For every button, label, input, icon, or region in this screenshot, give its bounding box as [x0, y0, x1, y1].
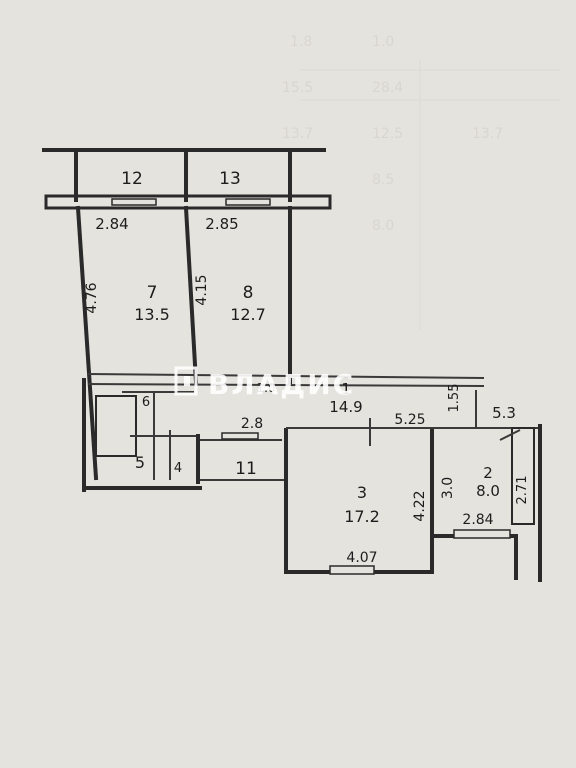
bg-value: 13.7: [472, 126, 503, 142]
background-table: 1.8 1.0 15.5 28.4 13.7 12.5 13.7 8.5 8.0: [282, 34, 560, 330]
dimension-label: 2.84: [462, 512, 493, 528]
watermark-logo-icon: [174, 366, 198, 396]
bg-value: 8.5: [372, 172, 394, 188]
room-number: 1: [341, 380, 351, 398]
bg-value: 1.8: [290, 34, 312, 50]
room-2-kitchen: [430, 390, 542, 582]
dimension-label: 1.0: [256, 381, 275, 395]
bedrooms: [75, 205, 485, 481]
dimension-label: 3.0: [440, 477, 456, 499]
window: [329, 565, 375, 575]
dimension-label: 5.3: [492, 404, 516, 422]
kitchen-counter: [511, 427, 535, 525]
bg-value: 15.5: [282, 80, 313, 96]
dimension-label: 4.15: [194, 274, 210, 305]
room-area: 14.9: [329, 398, 362, 416]
room-3: [284, 418, 542, 575]
room-number: 6: [142, 395, 150, 410]
dimension-label: 2.71: [515, 476, 530, 505]
room-number: 8: [243, 283, 254, 303]
bg-value: 12.5: [372, 126, 403, 142]
watermark: ВЛАДИС: [174, 366, 355, 401]
room-number: 12: [121, 169, 143, 189]
room-number: 11: [235, 459, 257, 479]
dimension-label: 4.07: [346, 550, 377, 566]
room-number: 2: [483, 464, 493, 482]
bg-value: 13.7: [282, 126, 313, 142]
room-number: 13: [219, 169, 241, 189]
window: [453, 529, 511, 539]
dimension-label: 4.22: [412, 490, 428, 521]
bg-value: 1.0: [372, 34, 394, 50]
room-number: 4: [174, 461, 182, 476]
room-number: 3: [357, 483, 367, 502]
balcony-area: [42, 148, 332, 210]
room-area: 13.5: [134, 305, 170, 324]
bg-value: 8.0: [372, 218, 394, 234]
bg-value: 28.4: [372, 80, 403, 96]
window: [225, 198, 271, 206]
window: [221, 432, 259, 440]
bathroom-block: [82, 378, 286, 492]
dimension-label: 2.8: [241, 416, 263, 432]
window: [111, 198, 157, 206]
room-area: 17.2: [344, 507, 380, 526]
watermark-text: ВЛАДИС: [208, 368, 355, 401]
dimension-label: 4.76: [84, 282, 100, 313]
dimension-label: 5.25: [394, 412, 425, 428]
room-number: 7: [147, 283, 158, 303]
room-area: 8.0: [476, 482, 500, 500]
dimension-label: 1.55: [447, 384, 462, 413]
bathtub: [95, 395, 137, 457]
dimension-label: 2.85: [205, 215, 238, 233]
room-number: 5: [135, 453, 145, 472]
dimension-label: 2.84: [95, 215, 128, 233]
room-area: 12.7: [230, 305, 266, 324]
